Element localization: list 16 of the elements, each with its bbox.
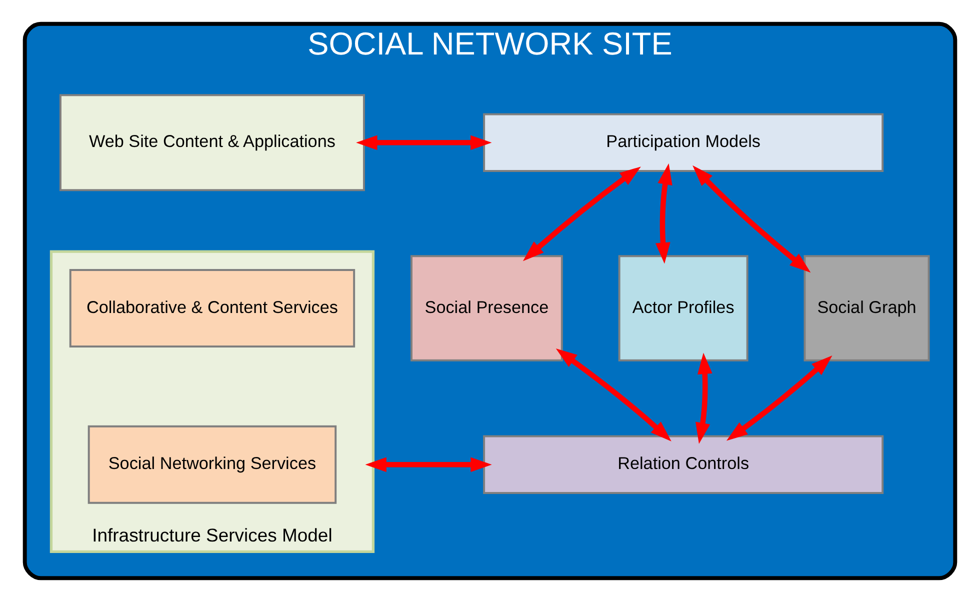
arrow: [655, 163, 672, 264]
node-box: Social Presence: [410, 255, 562, 362]
node-box: Relation Controls: [482, 435, 884, 494]
node-box: Social Networking Services: [87, 425, 336, 504]
arrow: [356, 135, 492, 150]
node-box: Participation Models: [482, 113, 884, 172]
arrow: [692, 165, 810, 273]
arrow: [555, 348, 671, 442]
node-box: Web Site Content & Applications: [58, 94, 364, 192]
arrow: [364, 457, 492, 472]
node-box: Social Graph: [803, 255, 930, 362]
arrow: [522, 166, 640, 262]
arrow: [726, 355, 832, 441]
arrow: [695, 352, 712, 444]
node-box: Actor Profiles: [618, 255, 748, 362]
node-box: Collaborative & Content Services: [68, 269, 355, 348]
